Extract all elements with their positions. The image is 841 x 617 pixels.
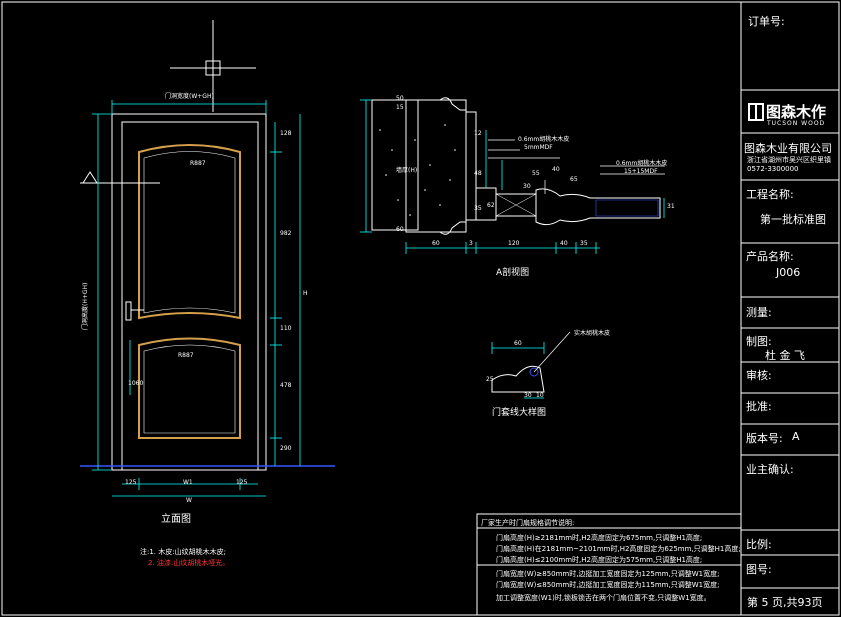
- dim-sec-gap: 3: [469, 240, 473, 247]
- dim-sec-30: 30: [523, 183, 531, 190]
- page-info: 第 5 页,共93页: [747, 596, 823, 609]
- dim-trim-w: 60: [514, 340, 522, 347]
- dim-sec-r2: 35: [580, 240, 588, 247]
- veneer-note-1: 0.6mm胡桃木木皮: [518, 136, 570, 143]
- section-a: [371, 97, 661, 235]
- dim-sec-40: 40: [552, 166, 560, 173]
- title-block-lines: [741, 89, 839, 589]
- dim-sec-top2: 15: [396, 104, 404, 111]
- product-label: 产品名称:: [746, 250, 794, 263]
- owner-label: 业主确认:: [746, 463, 794, 476]
- dim-side-right: 125: [236, 479, 248, 486]
- dim-sec-r1: 40: [560, 240, 568, 247]
- door-width-label: 门洞宽度(W+GH): [165, 93, 214, 100]
- section-dimensions: [360, 99, 665, 254]
- dim-sec-62: 62: [487, 202, 495, 209]
- approve-label: 批准:: [746, 400, 772, 413]
- drafter-label: 制图:: [746, 335, 772, 348]
- dim-sec-left: 60: [432, 240, 440, 247]
- mdf-note: 5mmMDF: [524, 144, 553, 151]
- review-label: 审核:: [746, 369, 772, 382]
- version-label: 版本号:: [746, 432, 783, 445]
- order-no-label: 订单号:: [748, 15, 785, 28]
- company-name: 图森木业有限公司: [744, 142, 832, 155]
- scale-label: 比例:: [746, 538, 772, 551]
- dim-arc-top: R887: [190, 160, 206, 167]
- note-line-2: 2. 油漆:山纹胡桃木哑光。: [148, 559, 230, 567]
- dim-inner: W1: [183, 479, 193, 486]
- section-leaders: [488, 139, 665, 194]
- dim-sec-top1: 50: [396, 95, 404, 102]
- dim-sec-31: 31: [667, 203, 675, 210]
- dim-handle-height: 1060: [128, 380, 144, 387]
- brand-name-en: TUCSON WOOD: [767, 120, 826, 127]
- dim-panel-height: 982: [280, 230, 292, 237]
- company-address: 浙江省湖州市吴兴区织里镇: [747, 156, 831, 164]
- dim-mid-rail: 110: [280, 325, 292, 332]
- dim-bottom-panel: 478: [280, 382, 292, 389]
- door-height-label: 门洞高度(H+GH): [82, 282, 89, 330]
- spec-note-line: 门扇宽度(W)≤850mm时,边挺加工宽度固定为115mm,只调整W1宽度;: [496, 581, 720, 589]
- dim-sec-mid: 120: [508, 240, 520, 247]
- dim-trim-a: 30: [524, 392, 532, 399]
- mdf-note-2: 15+15MDF: [624, 168, 658, 175]
- dim-sec-12: 12: [474, 130, 482, 137]
- spec-note-line: 加工调整宽度(W1)时,锁板锁舌在两个门扇位置不变,只调整W1宽度。: [496, 594, 711, 602]
- dim-overall: H: [303, 290, 308, 297]
- drawing-no-label: 图号:: [746, 563, 772, 576]
- dim-sec-55: 55: [532, 170, 540, 177]
- spec-note-line: 门扇高度(H)≤2100mm时,H2高度固定为575mm,只调整H1高度;: [496, 556, 703, 564]
- dim-arc-mid: R887: [178, 352, 194, 359]
- front-view-title: 立面图: [161, 514, 191, 525]
- dim-top-rail: 128: [280, 130, 292, 137]
- dim-trim-b: 10: [536, 392, 544, 399]
- dim-side-left: 125: [125, 479, 137, 486]
- front-elevation: [80, 20, 335, 471]
- spec-notes-title: 厂家生产时门扇规格调节说明:: [481, 519, 575, 527]
- dim-sec-top3: 60: [396, 226, 404, 233]
- version-value: A: [792, 430, 800, 443]
- dim-sec-35: 35: [474, 205, 482, 212]
- drafter-value: 杜 金 飞: [765, 349, 805, 362]
- spec-note-line: 门扇宽度(W)≥850mm时,边挺加工宽度固定为125mm,只调整W1宽度;: [496, 570, 720, 578]
- dim-trim-c: 25: [486, 376, 494, 383]
- front-dimensions: [92, 100, 301, 497]
- project-value: 第一批标准图: [760, 213, 826, 226]
- project-label: 工程名称:: [746, 188, 794, 201]
- note-line-1: 注:1. 木皮:山纹胡桃木木皮;: [140, 548, 226, 556]
- trim-dimensions: [491, 342, 545, 399]
- spec-note-line: 门扇高度(H)≥2181mm时,H2高度固定为675mm,只调整H1高度;: [496, 534, 703, 542]
- survey-label: 测量:: [746, 306, 772, 319]
- dim-sec-wall: 墙厚(H): [396, 167, 418, 174]
- trim-veneer-note: 实木胡桃木皮: [574, 330, 611, 337]
- dim-bottom-rail: 290: [280, 445, 292, 452]
- company-phone: 0572-3300000: [747, 165, 799, 173]
- product-value: J006: [776, 266, 801, 279]
- trim-detail: [491, 331, 571, 393]
- section-a-title: A剖视图: [496, 268, 530, 278]
- trim-detail-title: 门套线大样图: [492, 408, 547, 418]
- brand-name: 图森木作: [766, 103, 827, 121]
- spec-note-line: 门扇高度(H)在2181mm~2101mm时,H2高度固定为625mm,只调整H…: [496, 545, 741, 553]
- dim-sec-48: 48: [474, 170, 482, 177]
- veneer-note-2: 0.6mm胡桃木木皮: [616, 160, 668, 167]
- dim-width: W: [186, 497, 192, 504]
- dim-sec-65: 65: [570, 176, 578, 183]
